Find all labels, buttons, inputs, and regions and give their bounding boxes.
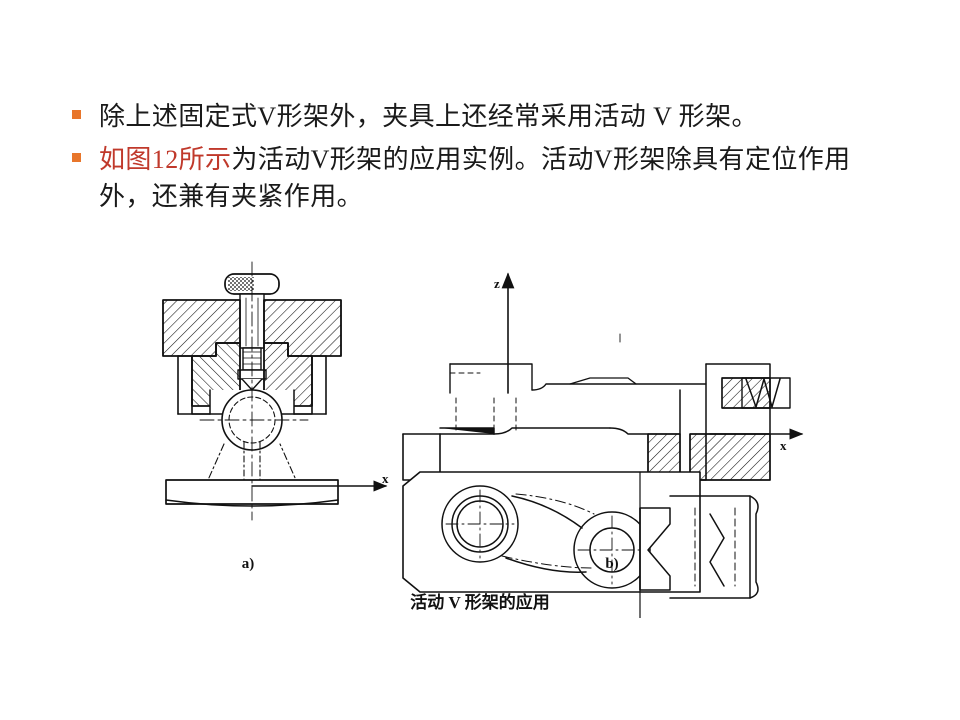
- figure-caption: 活动 V 形架的应用: [410, 592, 549, 612]
- bullet-list: 除上述固定式V形架外，夹具上还经常采用活动 V 形架。 如图12所示为活动V形架…: [72, 98, 902, 221]
- spring-symbol: [741, 377, 791, 409]
- bullet-2-text: 如图12所示为活动V形架的应用实例。活动V形架除具有定位作用外，还兼有夹紧作用。: [99, 141, 902, 215]
- bore-left: [441, 485, 519, 563]
- fixture-body-block: [177, 342, 327, 415]
- subfigure-label-a: a): [242, 556, 255, 572]
- subfigure-label-b: b): [605, 556, 618, 572]
- square-bullet-icon: [72, 153, 81, 162]
- bullet-2-highlight: 如图12所示: [99, 145, 232, 174]
- axis-label-z-right: z: [494, 276, 500, 291]
- bullet-item-1: 除上述固定式V形架外，夹具上还经常采用活动 V 形架。: [72, 98, 902, 135]
- bullet-1-text: 除上述固定式V形架外，夹具上还经常采用活动 V 形架。: [99, 102, 758, 131]
- square-bullet-icon: [72, 110, 81, 119]
- bullet-2-rest: 为活动V形架的应用实例。活动V形架除具有定位作用外，还兼有夹紧作用。: [99, 145, 851, 211]
- subfigure-b-top: [402, 272, 804, 481]
- fixture-top-plate: [162, 299, 342, 357]
- bullet-item-2: 如图12所示为活动V形架的应用实例。活动V形架除具有定位作用外，还兼有夹紧作用。: [72, 141, 902, 215]
- subfigure-b-bottom: [402, 471, 759, 618]
- technical-figure: x z x a) b) 活动 V 形架的应用: [150, 238, 810, 618]
- subfigure-a: [162, 261, 388, 521]
- spring-symbol-plan: [709, 513, 725, 587]
- figure-svg: x z x a) b) 活动 V 形架的应用: [162, 261, 804, 618]
- bore-right: [573, 511, 651, 589]
- axis-label-x-right: x: [780, 438, 787, 453]
- axis-label-x-left: x: [382, 471, 389, 486]
